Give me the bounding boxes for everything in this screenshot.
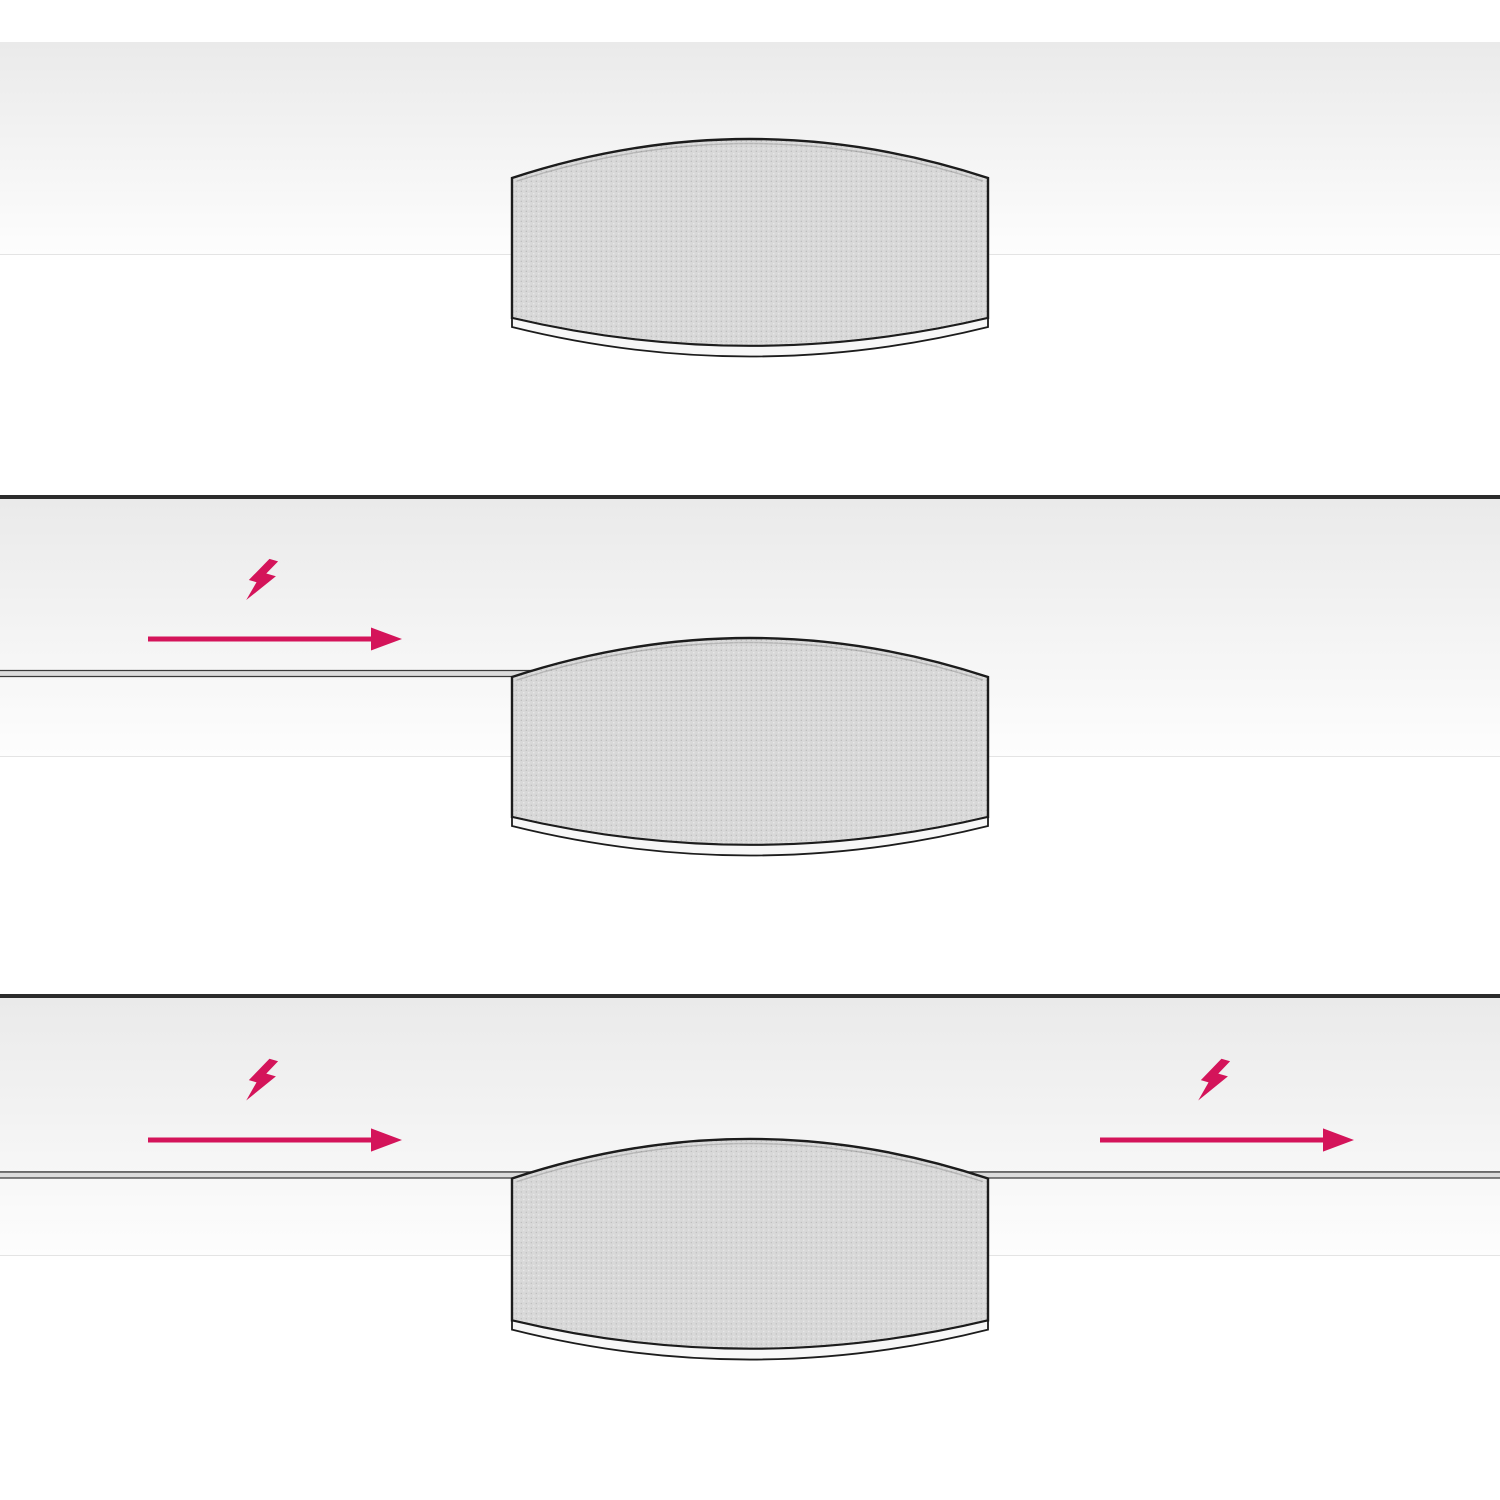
lamp-shade-body [510, 137, 990, 348]
panel-divider [0, 994, 1500, 998]
lamp-shade-body [510, 636, 990, 847]
power-flow-right [1100, 1058, 1354, 1152]
lamp-diffuser-rim [511, 815, 989, 857]
lamp-shade-top-seam [516, 1142, 984, 1183]
lightning-bolt-icon [246, 558, 279, 601]
panel-artwork [0, 558, 990, 857]
lamp-diffuser-rim [511, 1319, 989, 1361]
panel-divider [0, 495, 1500, 499]
ceiling-lamp [510, 636, 990, 857]
ceiling-lamp [510, 137, 990, 358]
power-flow-left [148, 558, 402, 651]
arrow-head [371, 1128, 402, 1152]
power-flow-left [148, 1058, 402, 1152]
lamp-shade-top-seam [516, 641, 984, 681]
diagram-panel-power-pass-through [0, 998, 1500, 1500]
lamp-shade-top-seam [516, 142, 984, 182]
lamp-shade-body [510, 1137, 990, 1351]
lightning-bolt-icon [1198, 1058, 1231, 1101]
panel-artwork [510, 137, 990, 358]
lightning-bolt-icon [246, 1058, 279, 1101]
lamp-diffuser-rim [511, 316, 989, 358]
diagram-panel-lamp-only [0, 0, 1500, 495]
diagram-panel-power-in-left [0, 499, 1500, 994]
arrow-head [1323, 1128, 1354, 1152]
arrow-head [371, 627, 402, 651]
ceiling-lamp [510, 1137, 990, 1361]
panel-artwork [0, 1058, 1500, 1361]
